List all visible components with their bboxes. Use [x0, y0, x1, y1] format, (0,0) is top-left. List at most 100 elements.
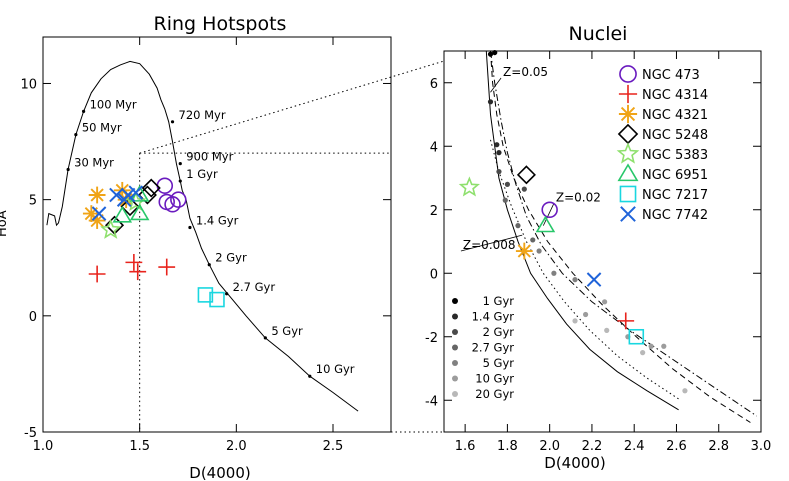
right-title: Nuclei	[569, 23, 628, 45]
age-legend-dot	[452, 329, 458, 335]
left-frame	[42, 36, 392, 433]
track-leader	[460, 234, 523, 252]
legend-label: NGC 5248	[642, 128, 708, 143]
right-axes	[443, 50, 762, 433]
age-tick-dot	[170, 120, 175, 124]
track-dash-dot	[490, 50, 758, 417]
left-axes	[42, 36, 392, 433]
track-label: Z=0.05	[503, 65, 548, 79]
left-xtick-label: 2.0	[226, 439, 247, 454]
age-dot	[572, 318, 578, 324]
age-dot	[530, 237, 536, 243]
legend-marker	[619, 185, 637, 203]
left-point	[156, 177, 174, 194]
legend-label: NGC 4314	[642, 88, 708, 103]
right-point	[617, 312, 635, 330]
left-point	[120, 197, 140, 217]
legend-marker	[616, 142, 640, 164]
age-tick-dot	[207, 263, 211, 267]
right-point	[516, 165, 536, 185]
age-legend-label: 10 Gyr	[475, 372, 514, 386]
age-legend-dot	[452, 375, 458, 382]
zoom-connector-lines	[139, 60, 445, 433]
age-dot	[572, 277, 578, 283]
right-xtick-label: 2.0	[539, 439, 560, 454]
left-point	[164, 196, 181, 213]
legend-marker	[617, 163, 639, 182]
left-point	[170, 191, 187, 208]
legend-label: NGC 5383	[642, 148, 708, 163]
right-track-labels: Z=0.05Z=0.02Z=0.008	[460, 65, 601, 252]
age-dot	[602, 299, 608, 305]
age-dot	[487, 51, 494, 57]
age-legend-dot	[452, 360, 458, 366]
left-point	[129, 263, 147, 281]
age-tick-label: 1.4 Gyr	[196, 214, 239, 228]
left-point	[128, 185, 144, 200]
age-dot	[640, 350, 646, 356]
track-label: Z=0.008	[463, 238, 516, 252]
age-legend-dot	[452, 298, 458, 304]
legend-marker	[618, 84, 638, 104]
age-tick-dot	[66, 167, 70, 172]
right-ytick-label: 6	[430, 77, 438, 92]
left-point	[158, 258, 176, 276]
left-point	[125, 253, 143, 271]
age-dot	[502, 197, 508, 203]
legend-marker	[620, 206, 636, 222]
age-legend-label: 2.7 Gyr	[472, 341, 515, 355]
right-point	[458, 176, 480, 197]
legend-label: NGC 4321	[642, 108, 708, 123]
left-x-axis-label: D(4000)	[189, 464, 250, 481]
left-point	[209, 291, 225, 308]
age-dot	[604, 327, 610, 333]
left-ytick-label: 10	[20, 77, 37, 92]
age-dot	[521, 186, 527, 192]
right-model-tracks	[485, 50, 758, 423]
age-tick-label: 50 Myr	[82, 121, 122, 135]
age-legend-dot	[452, 344, 458, 351]
left-point	[112, 205, 133, 223]
right-xtick-label: 1.8	[497, 439, 518, 454]
track-leader	[490, 77, 502, 93]
left-point	[141, 178, 161, 198]
age-tick-label: 2 Gyr	[215, 251, 247, 265]
legend-label: NGC 6951	[642, 168, 708, 183]
age-legend-label: 1.4 Gyr	[472, 310, 515, 324]
age-tick-label: 720 Myr	[179, 108, 226, 122]
left-point	[100, 218, 122, 239]
left-point	[91, 206, 107, 221]
left-title: Ring Hotspots	[154, 13, 287, 35]
age-dot	[551, 270, 557, 276]
left-xtick-label: 2.5	[323, 439, 344, 454]
left-ytick-label: -5	[24, 426, 37, 441]
right-point	[586, 272, 602, 287]
age-tick-dot	[74, 132, 78, 137]
track-leader	[542, 203, 555, 226]
age-legend-dot	[452, 313, 458, 320]
right-ytick-label: -2	[425, 331, 438, 346]
age-dot	[515, 223, 521, 229]
age-tick-dot	[263, 336, 267, 340]
age-legend-label: 5 Gyr	[483, 356, 515, 370]
age-dot	[487, 99, 494, 105]
right-point	[535, 215, 556, 233]
right-xtick-label: 2.6	[666, 439, 687, 454]
age-dot	[496, 150, 502, 156]
age-dot	[661, 343, 667, 349]
track-dashed	[490, 50, 751, 423]
age-dot	[492, 49, 498, 56]
track-solid	[485, 50, 679, 411]
age-dot	[536, 248, 542, 254]
right-xtick-label: 2.2	[582, 439, 603, 454]
age-dot	[494, 142, 500, 148]
right-xtick-label: 2.4	[624, 439, 645, 454]
right-ytick-label: -4	[425, 394, 438, 409]
right-ytick-label: 4	[430, 140, 438, 155]
right-ytick-label: 2	[430, 204, 438, 219]
age-legend-dot	[452, 391, 458, 397]
